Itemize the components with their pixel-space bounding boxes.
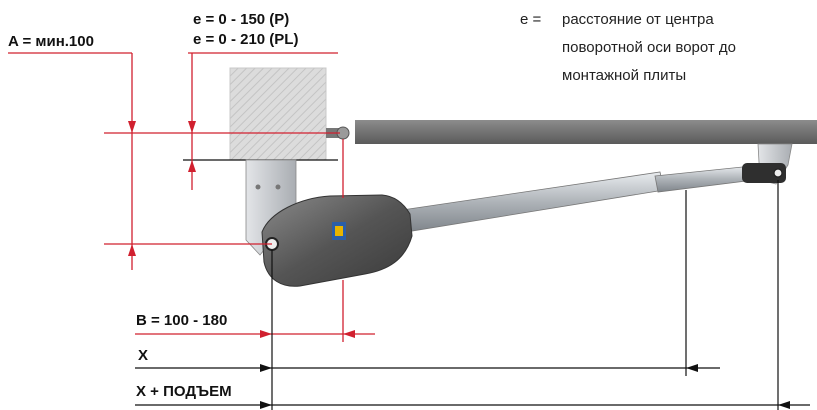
arrow-x-right xyxy=(686,364,698,372)
bracket-bolt-right xyxy=(275,184,281,190)
label-e-p: e = 0 - 150 (P) xyxy=(193,11,289,28)
gate-leaf xyxy=(355,120,817,144)
arrow-e-bottom xyxy=(188,160,196,172)
label-x-lift: X + ПОДЪЕМ xyxy=(136,383,232,400)
rod-end-pivot xyxy=(773,168,783,178)
stroke-arrows xyxy=(260,364,790,409)
arrow-a-bottom xyxy=(128,244,136,256)
bracket-bolt-left xyxy=(255,184,261,190)
arrow-e-top xyxy=(188,121,196,133)
dimension-arrows xyxy=(128,121,355,338)
stroke-dimension-lines xyxy=(135,180,810,410)
label-b-range: B = 100 - 180 xyxy=(136,312,227,329)
arrow-b-right xyxy=(343,330,355,338)
dimension-lines xyxy=(8,52,375,342)
actuator-motor-body xyxy=(261,194,413,287)
arrow-b-left xyxy=(260,330,272,338)
legend-prefix: e = xyxy=(520,11,542,28)
actuator-logo-mark xyxy=(335,226,343,236)
actuator-rod-end xyxy=(654,165,755,193)
label-e-pl: e = 0 - 210 (PL) xyxy=(193,31,298,48)
rod-end-fitting xyxy=(742,163,786,183)
arrow-a-top xyxy=(128,121,136,133)
arrow-x-lift-right xyxy=(778,401,790,409)
label-x: X xyxy=(138,347,148,364)
label-a-min: A = мин.100 xyxy=(8,33,94,50)
legend-line-1: расстояние от центра xyxy=(562,11,714,28)
legend-line-3: монтажной плиты xyxy=(562,67,686,84)
wall-pillar xyxy=(229,67,327,161)
arrow-x-left xyxy=(260,364,272,372)
legend-line-2: поворотной оси ворот до xyxy=(562,39,736,56)
actuator-rod xyxy=(401,171,665,233)
arrow-x-lift-left xyxy=(260,401,272,409)
